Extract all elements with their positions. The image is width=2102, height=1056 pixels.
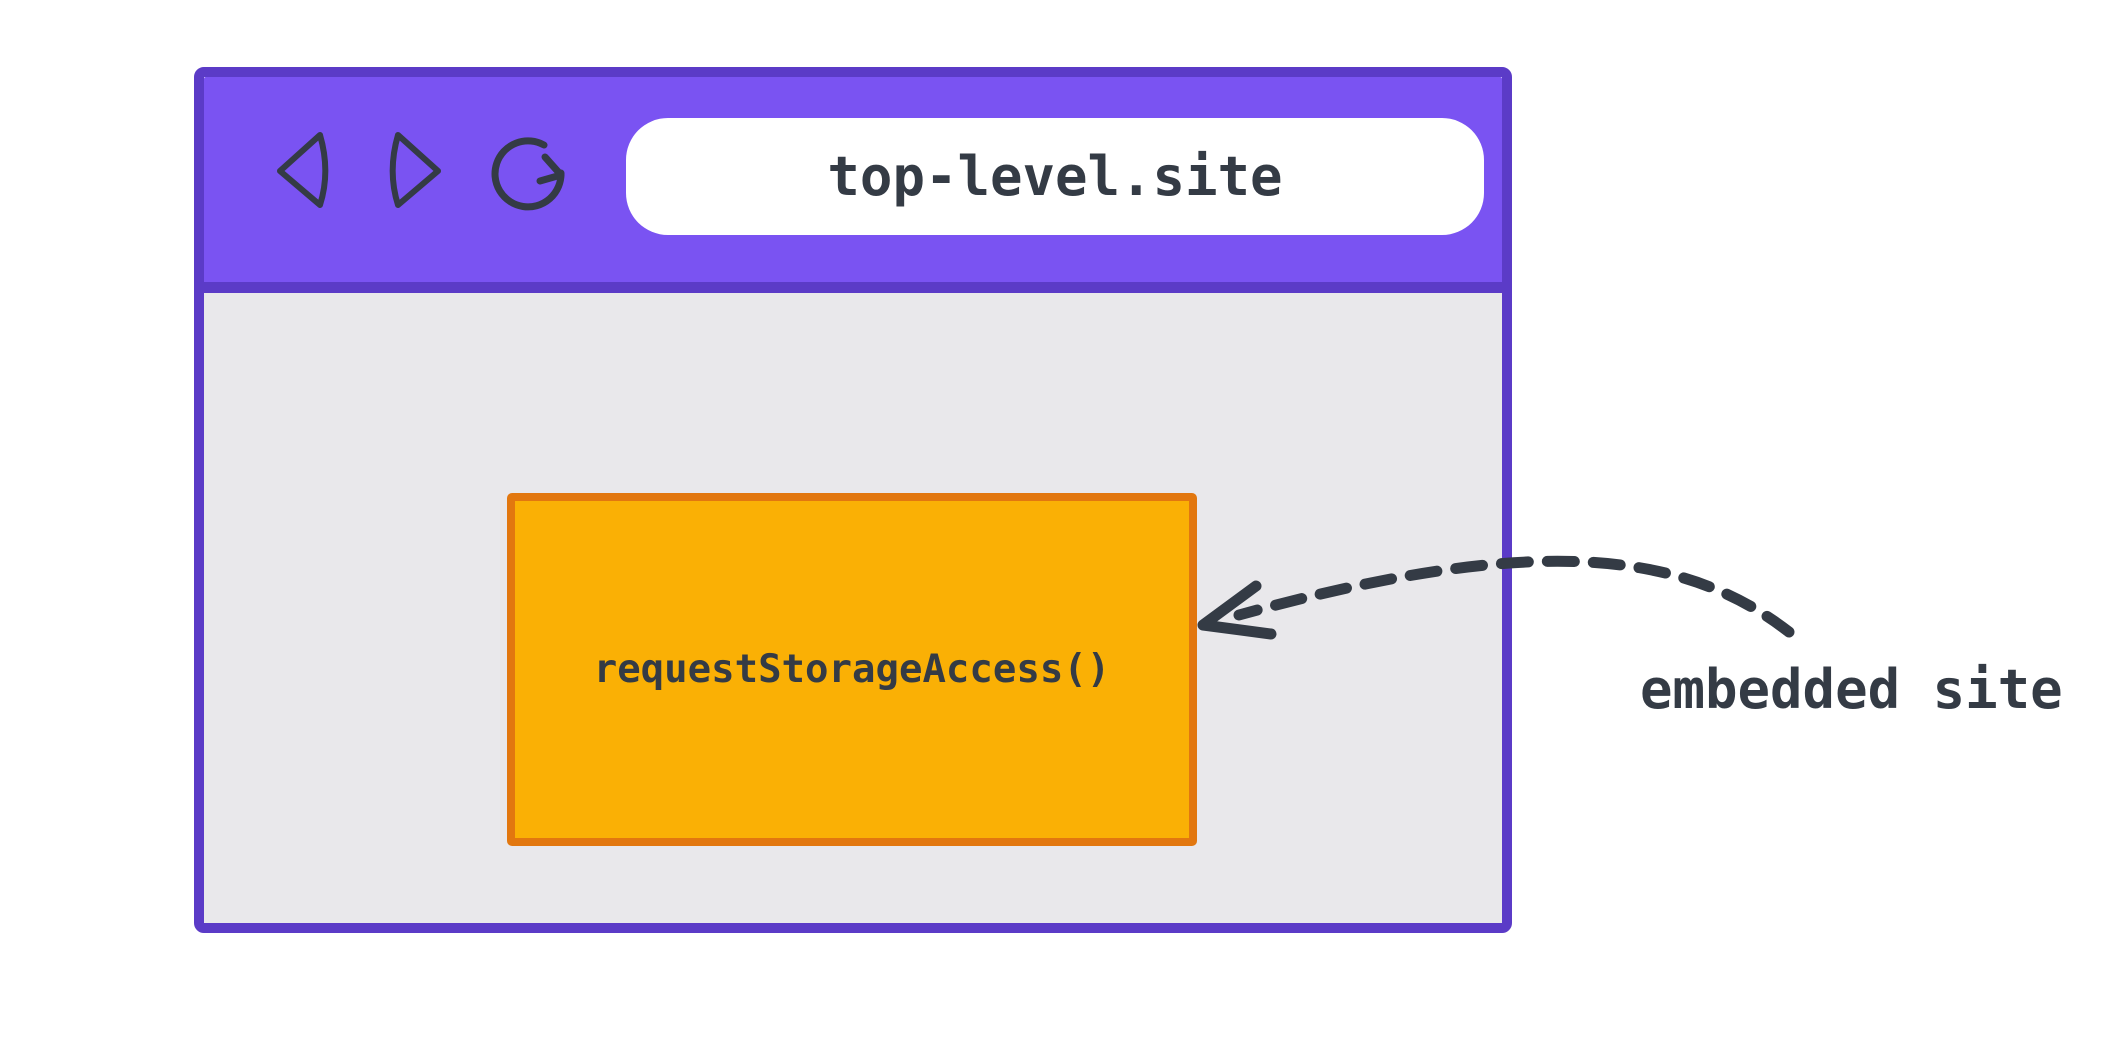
address-bar-url: top-level.site: [827, 145, 1283, 208]
browser-window: top-level.site: [194, 67, 1512, 933]
forward-icon: [389, 132, 441, 208]
dashed-arrow: [1197, 555, 1795, 640]
embedded-site-label: embedded site: [1640, 658, 2063, 721]
browser-toolbar: top-level.site: [204, 77, 1502, 293]
back-icon: [277, 132, 329, 208]
embedded-frame-label: requestStorageAccess(): [593, 647, 1111, 692]
arrowhead-icon: [1197, 580, 1277, 640]
address-bar: top-level.site: [626, 118, 1484, 235]
reload-icon: [491, 137, 565, 211]
dashed-arrow-curve: [1233, 555, 1795, 638]
embedded-frame: requestStorageAccess(): [507, 493, 1197, 846]
